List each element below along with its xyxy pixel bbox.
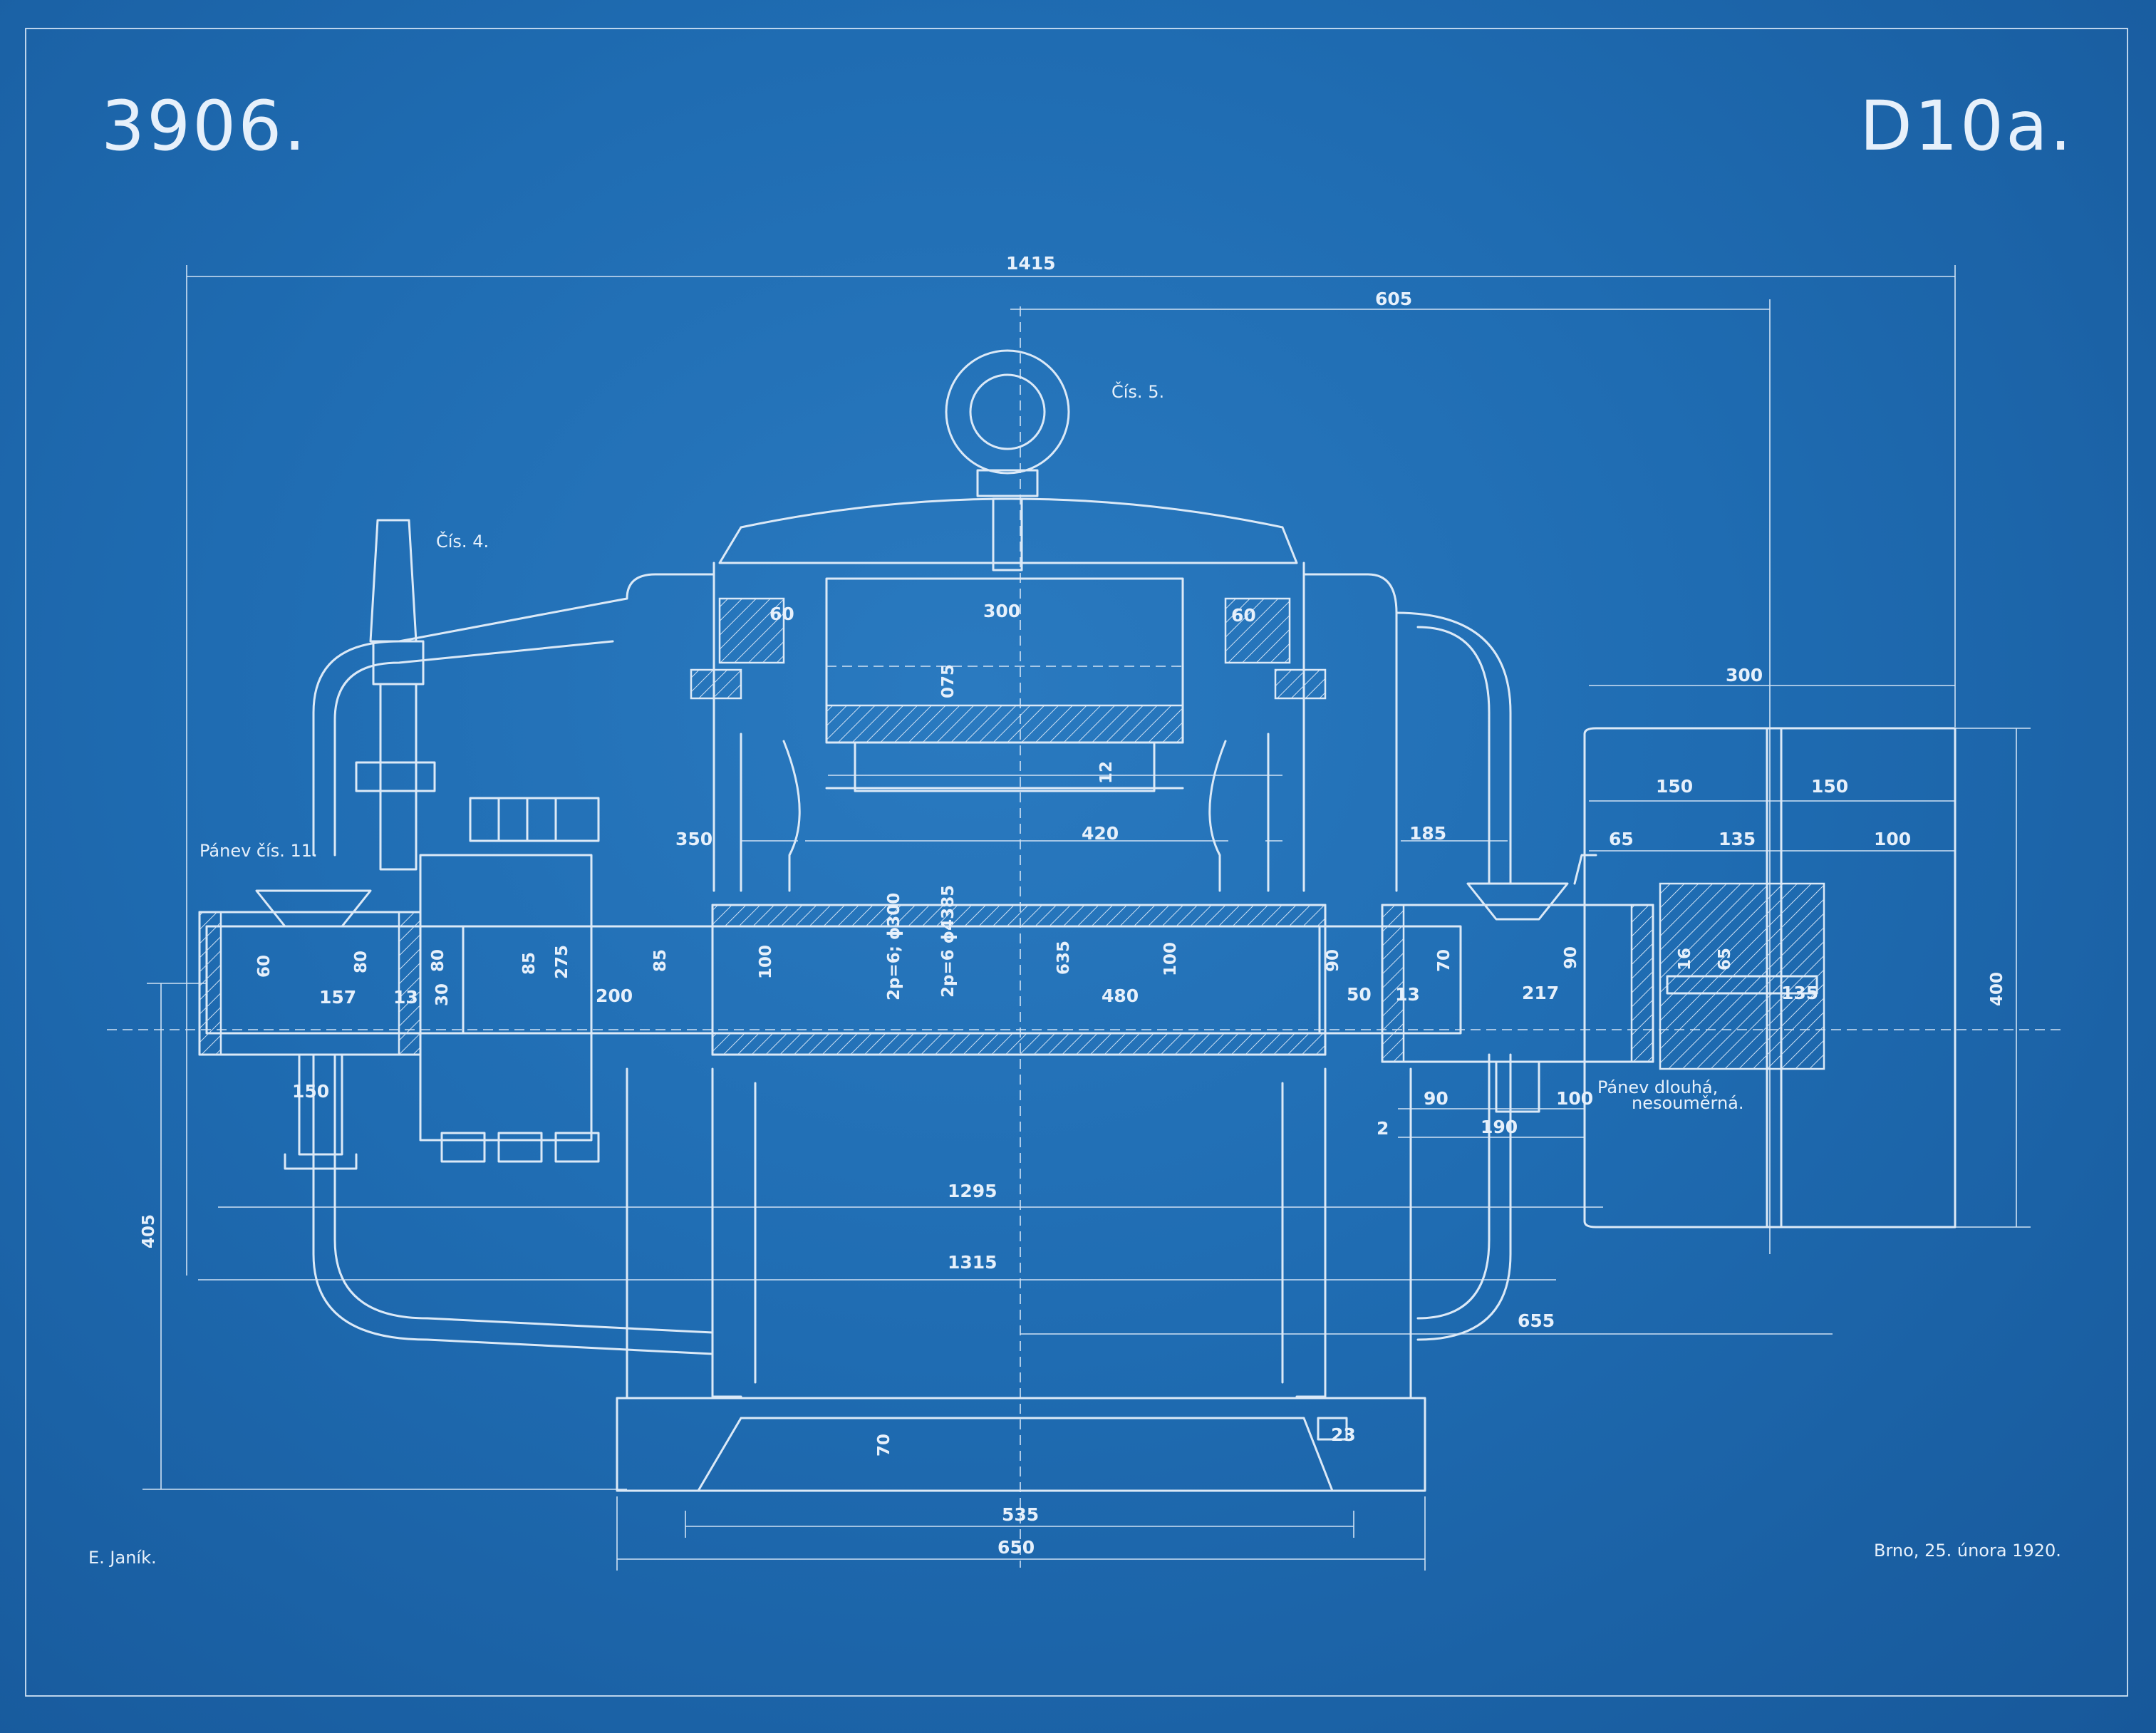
dim-80-a: 80 <box>352 951 370 973</box>
dim-135-bottom: 135 <box>1781 983 1818 1003</box>
dim-23: 23 <box>1331 1424 1356 1445</box>
dim-16: 16 <box>1676 948 1694 971</box>
dim-275: 275 <box>553 945 571 979</box>
dim-605: 605 <box>1375 289 1412 309</box>
eye-bolt <box>945 349 1070 571</box>
dim-185: 185 <box>1409 823 1446 844</box>
dim-phi4385: 2p=6 ϕ4385 <box>939 885 958 998</box>
dim-90-foot: 90 <box>1424 1088 1448 1109</box>
dim-1295: 1295 <box>948 1181 997 1201</box>
dim-150-right: 150 <box>1811 776 1848 797</box>
right-bearing <box>1381 854 1654 1113</box>
dim-85-a: 85 <box>520 952 539 975</box>
dim-200: 200 <box>596 986 633 1006</box>
dim-60-right: 60 <box>1231 605 1256 626</box>
dim-190: 190 <box>1481 1117 1518 1137</box>
note-label-2: nesouměrná. <box>1632 1093 1744 1113</box>
dim-90-right: 90 <box>1562 946 1580 969</box>
dimension-lines <box>142 265 2031 1571</box>
dim-350: 350 <box>675 829 712 849</box>
drawing-code: D10a. <box>1860 86 2073 166</box>
dim-65: 65 <box>1609 829 1634 849</box>
dim-65-key: 65 <box>1716 948 1734 971</box>
dim-150-bearing: 150 <box>292 1081 329 1102</box>
dim-2: 2 <box>1377 1118 1389 1139</box>
part-label-4: Čís. 4. <box>436 530 489 552</box>
dim-90-shaft: 90 <box>1324 949 1342 972</box>
belt-pulley <box>1583 727 1957 1228</box>
dim-635: 635 <box>1054 941 1073 975</box>
author: E. Janík. <box>88 1548 157 1568</box>
dim-420: 420 <box>1082 823 1119 844</box>
dim-1315: 1315 <box>948 1252 997 1273</box>
dim-535: 535 <box>1002 1504 1039 1525</box>
dim-100-pulley: 100 <box>1874 829 1911 849</box>
dim-075: 075 <box>939 664 958 698</box>
dim-100-foot: 100 <box>1556 1088 1593 1109</box>
dim-30: 30 <box>433 983 452 1006</box>
dim-70: 70 <box>1435 949 1453 972</box>
note-label-1: Pánev dlouhá, <box>1597 1077 1718 1097</box>
dim-655: 655 <box>1518 1310 1555 1331</box>
dim-400: 400 <box>1988 972 2006 1006</box>
drawing-number: 3906. <box>101 86 308 166</box>
dim-12: 12 <box>1097 761 1116 784</box>
dim-50: 50 <box>1347 984 1372 1005</box>
dim-157: 157 <box>319 987 356 1008</box>
dim-100-core: 100 <box>1161 942 1180 976</box>
sheet-border <box>25 28 2128 1697</box>
dim-217: 217 <box>1522 983 1559 1003</box>
dim-1415: 1415 <box>1006 253 1056 274</box>
place-date: Brno, 25. února 1920. <box>1874 1541 2061 1561</box>
stator-frame <box>626 497 1398 892</box>
dim-13-left: 13 <box>393 987 418 1008</box>
dimension-values: 1415 605 300 60 60 300 150 150 65 135 10… <box>140 253 2006 1558</box>
base-plate <box>616 1397 1426 1492</box>
dim-85-b: 85 <box>651 949 670 972</box>
lower-frame <box>312 1053 1512 1398</box>
dim-150-left: 150 <box>1656 776 1693 797</box>
dim-13-right: 13 <box>1395 984 1420 1005</box>
dim-300-rotor: 300 <box>983 601 1020 621</box>
dim-phi300: 2p=6; ϕ300 <box>885 893 903 1000</box>
part-label-5: Čís. 5. <box>1111 381 1164 402</box>
dim-100-shaft: 100 <box>757 945 775 979</box>
dim-60-left: 60 <box>769 604 794 624</box>
dim-80-b: 80 <box>429 949 447 972</box>
dim-135-top: 135 <box>1719 829 1756 849</box>
part-label-11: Pánev čís. 11. <box>199 841 318 861</box>
dim-650: 650 <box>997 1537 1035 1558</box>
dim-405: 405 <box>140 1214 158 1248</box>
rotor-shaft <box>205 904 1462 1056</box>
brush-lever <box>355 519 436 871</box>
dim-70-base: 70 <box>875 1434 893 1457</box>
dim-300-pulley: 300 <box>1726 665 1763 686</box>
dim-480: 480 <box>1102 986 1139 1006</box>
dim-60-bearing: 60 <box>255 955 274 978</box>
left-bearing <box>198 797 600 1170</box>
